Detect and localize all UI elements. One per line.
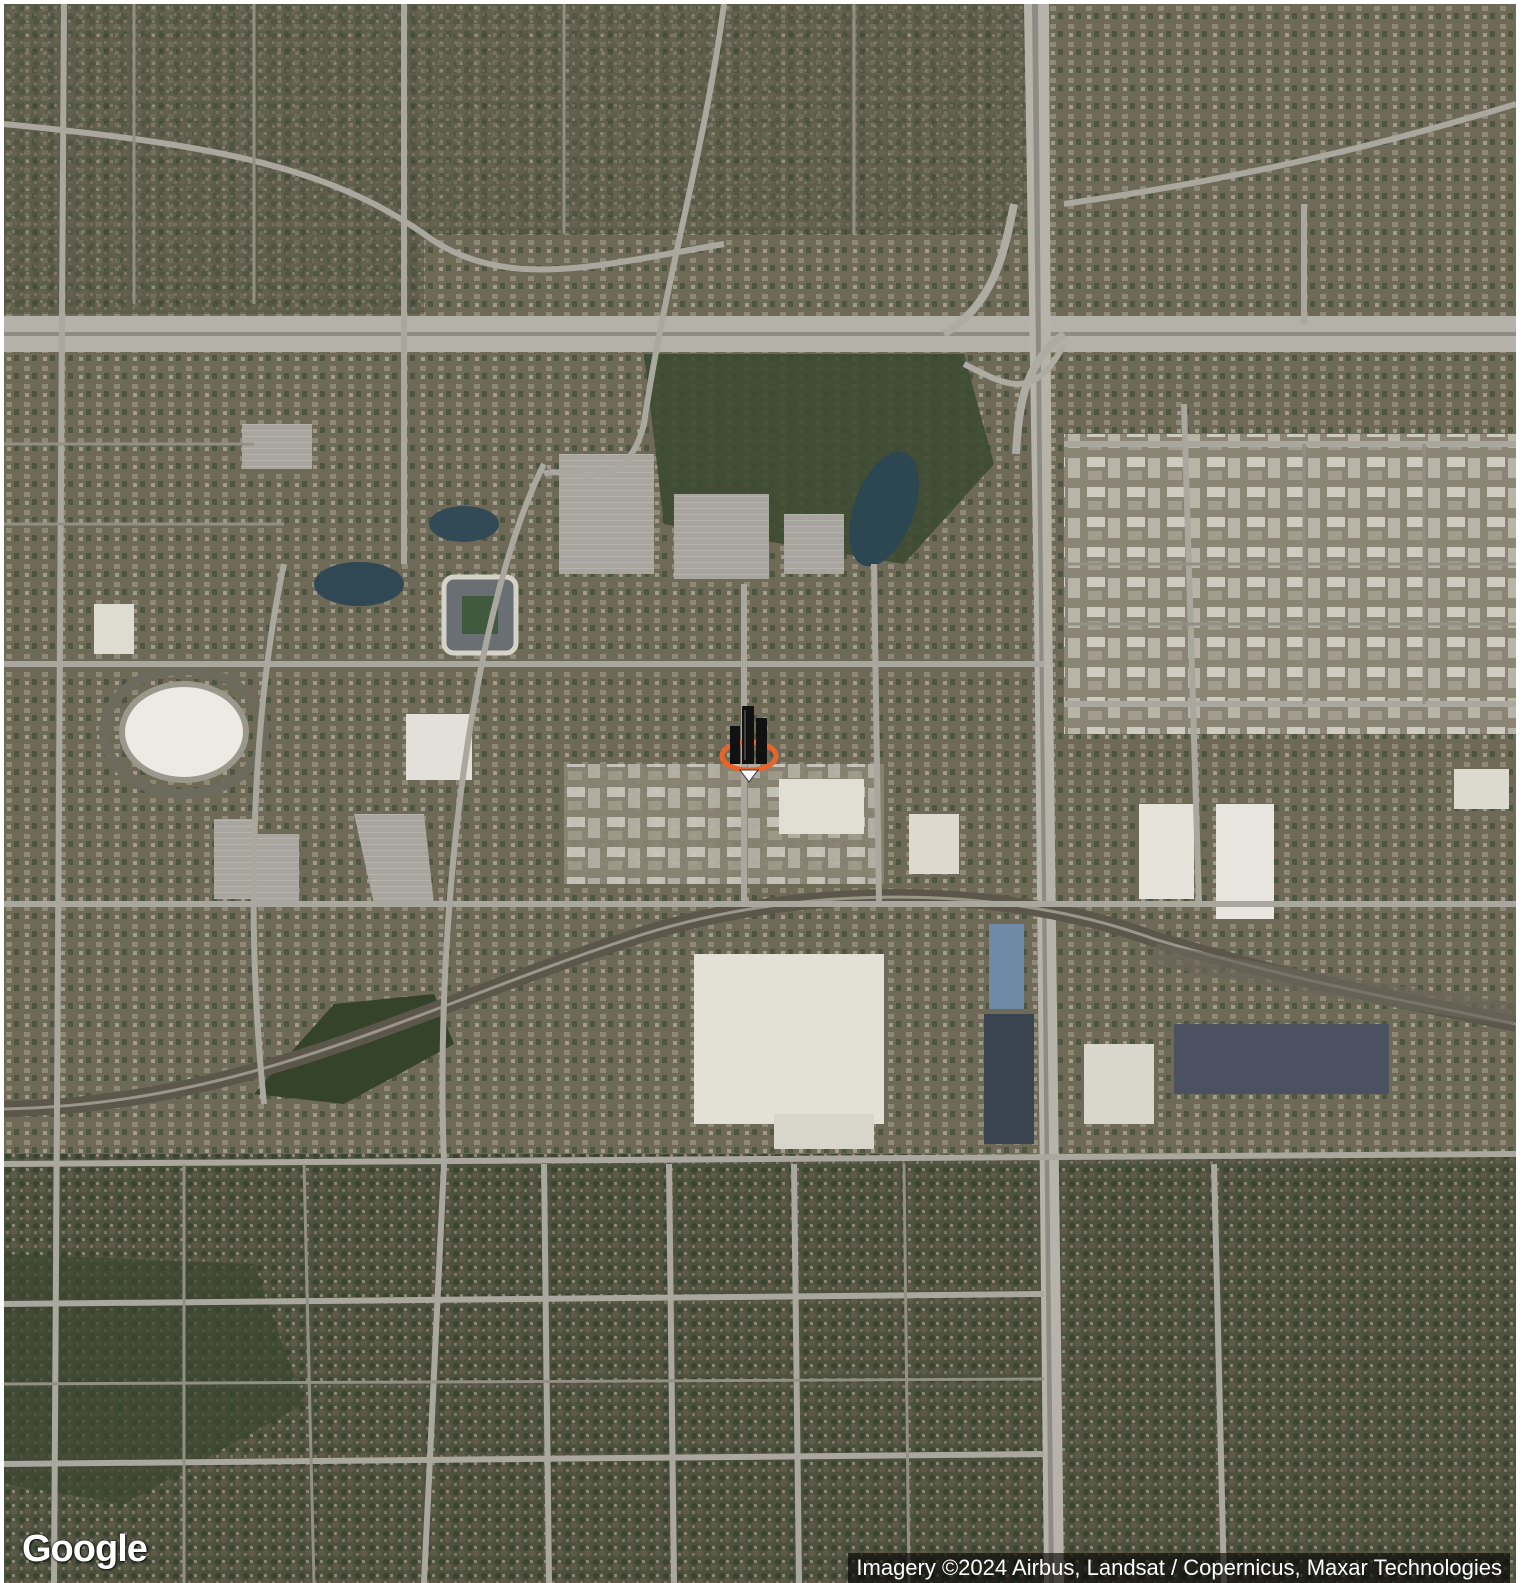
google-logo: Google: [22, 1528, 148, 1570]
satellite-imagery[interactable]: [4, 4, 1516, 1583]
map-viewport[interactable]: Google Imagery ©2024 Airbus, Landsat / C…: [4, 4, 1516, 1583]
imagery-attribution[interactable]: Imagery ©2024 Airbus, Landsat / Copernic…: [848, 1553, 1510, 1583]
building-pin-icon[interactable]: [716, 700, 782, 784]
